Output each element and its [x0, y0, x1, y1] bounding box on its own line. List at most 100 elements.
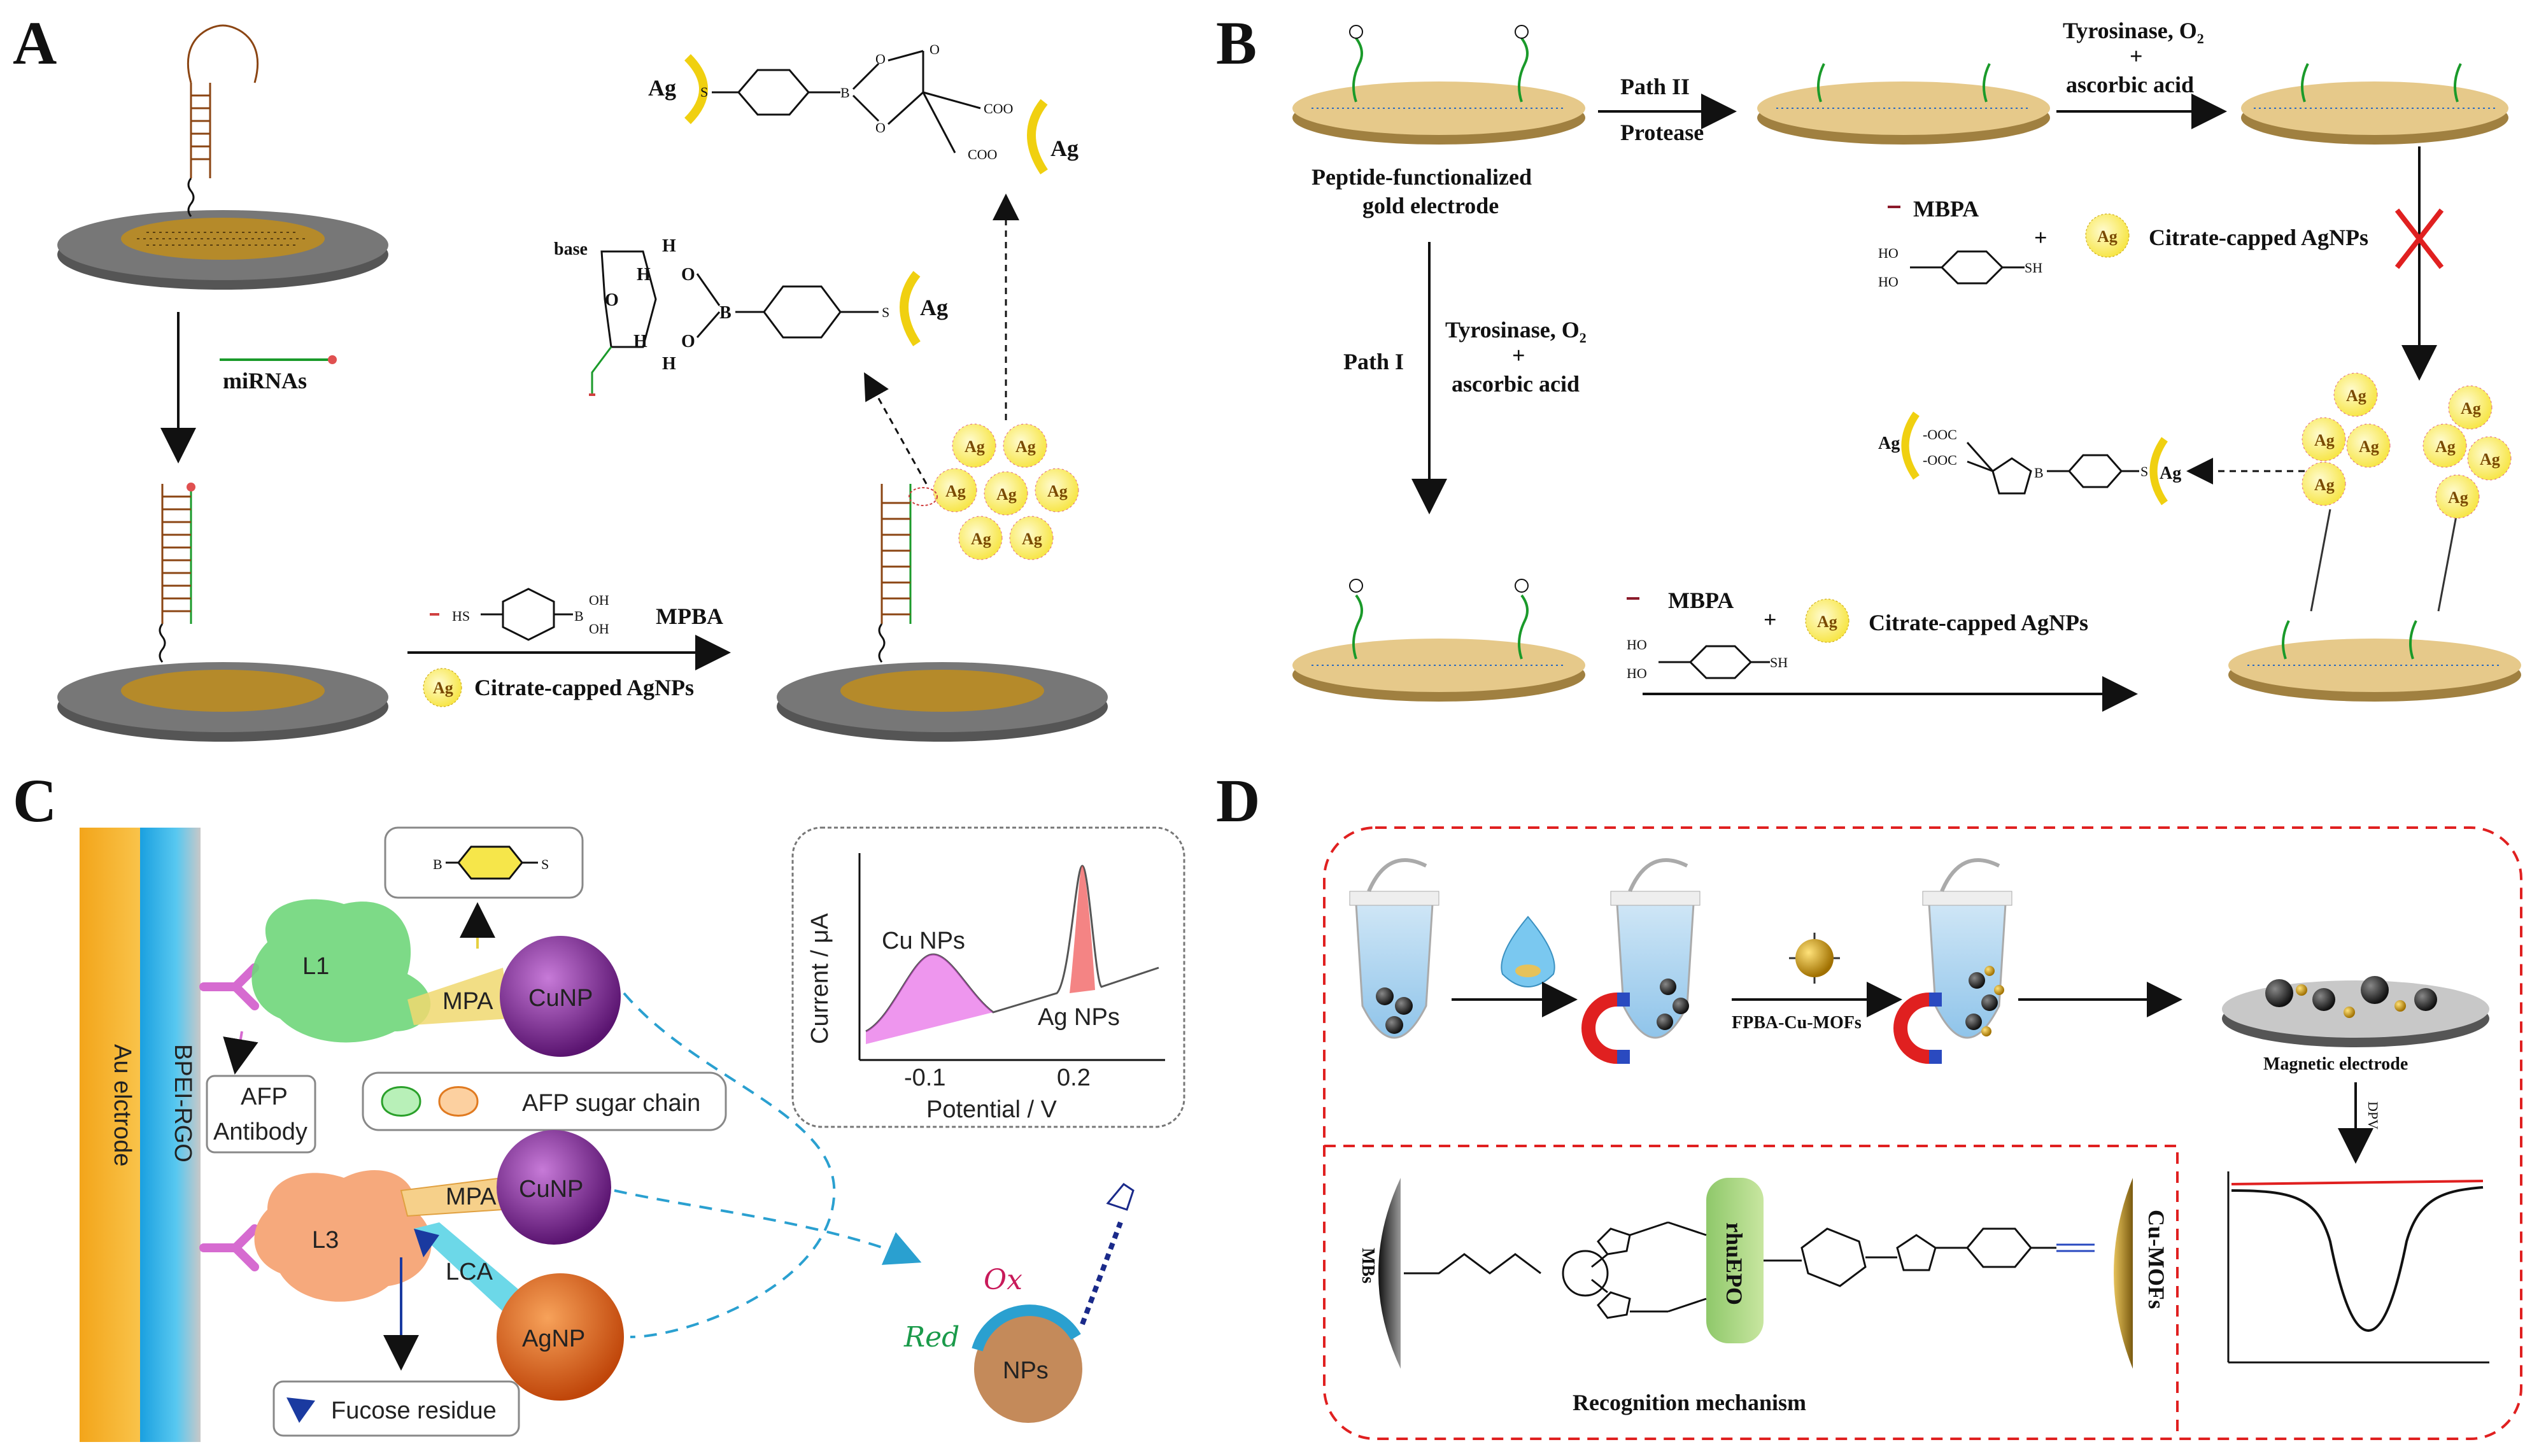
agnp-aggregates-b: Ag Ag Ag Ag Ag Ag Ag Ag: [2302, 372, 2512, 519]
svg-text:Ag: Ag: [920, 295, 948, 320]
svg-text:+: +: [1512, 343, 1525, 368]
svg-text:Ag: Ag: [2314, 431, 2335, 449]
path1-label: Path I: [1343, 349, 1404, 374]
svg-text:HO: HO: [1627, 637, 1647, 653]
svg-text:S: S: [541, 856, 549, 872]
protease-label: Protease: [1620, 120, 1704, 145]
electrode-b-3: [2241, 63, 2508, 145]
citrate-label-a: Citrate-capped AgNPs: [474, 675, 694, 700]
tube-3: [1893, 858, 2012, 1064]
svg-text:O: O: [875, 120, 886, 136]
svg-text:AgNP: AgNP: [522, 1325, 585, 1352]
peptide-label-2: gold electrode: [1362, 193, 1499, 218]
svg-text:+: +: [1764, 607, 1777, 632]
svg-text:O: O: [681, 332, 695, 351]
svg-text:LCA: LCA: [446, 1259, 493, 1285]
svg-text:CuNP: CuNP: [519, 1176, 583, 1203]
mirna-strand: [220, 355, 337, 364]
afp-sugar-label: AFP sugar chain: [522, 1090, 700, 1117]
svg-text:COO: COO: [984, 101, 1013, 117]
bpei-rgo-label: BPEI-RGO: [169, 1044, 196, 1163]
mirnas-label: miRNAs: [223, 368, 307, 393]
svg-text:COO: COO: [968, 146, 997, 162]
svg-text:Ox: Ox: [984, 1264, 1022, 1296]
svg-text:HO: HO: [1627, 665, 1647, 681]
svg-text:O: O: [930, 41, 940, 57]
cumofs-label: Cu-MOFs: [2144, 1210, 2169, 1309]
svg-text:Ag: Ag: [2346, 386, 2366, 405]
tyrosinase-label-top: Tyrosinase, O2: [2063, 18, 2204, 46]
panel-d-letter: D: [1216, 767, 1260, 835]
tick-label-2: 0.2: [1057, 1064, 1091, 1091]
svg-text:Ag: Ag: [648, 75, 676, 101]
svg-text:O: O: [605, 290, 619, 310]
svg-text:CuNP: CuNP: [528, 985, 593, 1012]
svg-text:HS: HS: [452, 608, 470, 624]
svg-text:H: H: [633, 332, 647, 351]
path2-label: Path II: [1620, 74, 1690, 99]
mbs-label: MBs: [1358, 1248, 1378, 1283]
electrode-a-top: [57, 210, 388, 290]
fucose-label: Fucose residue: [331, 1397, 497, 1424]
ribose-boronate-structure: base H H H H O O O B S Ag: [554, 236, 948, 396]
antibody-top: [199, 963, 259, 1010]
svg-text:SH: SH: [1770, 654, 1788, 670]
svg-text:Ag: Ag: [2097, 227, 2118, 246]
ag-citrate-boronate-structure: Ag S B O O O COO COO Ag: [648, 41, 1079, 174]
peak-cu-label: Cu NPs: [882, 928, 965, 954]
peptide-label-1: Peptide-functionalized: [1312, 164, 1532, 190]
voltammogram-ylabel: Current / μA: [807, 913, 833, 1044]
svg-text:MPA: MPA: [446, 1184, 497, 1210]
svg-text:B: B: [574, 608, 584, 624]
dpv-plot: [2227, 1171, 2489, 1364]
panel-c: C Au elctrode BPEI-RGO L1 MPA CuNP B S: [13, 767, 1185, 1442]
panel-a: A: [13, 9, 1108, 742]
mbpa-structure-top: HO HO SH: [1878, 245, 2042, 290]
magnet-icon-2: [1893, 993, 1930, 1064]
tyrosinase-label-left: Tyrosinase, O2: [1445, 317, 1587, 346]
l1-label: L1: [302, 953, 329, 980]
svg-text:Ag: Ag: [965, 437, 985, 456]
voltammogram-inset: Current / μA Potential / V -0.1 0.2 Cu N…: [791, 826, 1185, 1128]
recognition-mechanism: MBs rhuEPO Cu-MOFs: [1358, 1178, 2169, 1369]
recognition-label: Recognition mechanism: [1573, 1390, 1806, 1415]
svg-text:O: O: [681, 265, 695, 285]
svg-text:B: B: [433, 856, 442, 872]
tick-label-1: -0.1: [904, 1064, 945, 1091]
svg-text:SH: SH: [2025, 260, 2042, 276]
tube-1: [1349, 858, 1439, 1039]
cunp-top: [500, 936, 621, 1057]
l3-label: L3: [312, 1227, 339, 1254]
svg-text:O: O: [875, 51, 886, 67]
svg-text:+: +: [2034, 225, 2047, 250]
drop-icon: [1501, 915, 1555, 987]
svg-text:Ag: Ag: [996, 485, 1017, 504]
svg-text:Ag: Ag: [1878, 434, 1900, 453]
mpba-structure: HS B OH OH: [430, 588, 609, 641]
svg-text:B: B: [2034, 465, 2044, 481]
svg-text:Ag: Ag: [2160, 463, 2181, 483]
mbpa-label-bottom: MBPA: [1668, 588, 1734, 613]
magnet-icon: [1581, 993, 1618, 1064]
mpba-label: MPBA: [656, 604, 723, 629]
afp-antibody-label-1: AFP: [241, 1084, 288, 1110]
blocked-x-icon: [2394, 208, 2444, 269]
panel-b: B Peptide-functionalized gold electrode …: [1216, 9, 2521, 712]
svg-text:Red: Red: [903, 1321, 959, 1354]
cunp-bottom: [497, 1130, 611, 1245]
au-electrode-label: Au elctrode: [109, 1044, 136, 1166]
citrate-label-b-bottom: Citrate-capped AgNPs: [1869, 610, 2088, 635]
svg-text:Ag: Ag: [2448, 488, 2468, 507]
bpei-rgo-bar: [140, 828, 201, 1442]
agnp-c: [497, 1273, 624, 1401]
rhuepo-label: rhuEPO: [1722, 1222, 1747, 1305]
l1-blob: [251, 899, 431, 1043]
mbpa-structure-bottom: HO HO SH: [1627, 637, 1788, 681]
nps-redox-cycle: NPs Red Ox: [903, 1183, 1135, 1423]
svg-text:Ag: Ag: [2314, 476, 2335, 494]
svg-text:H: H: [637, 265, 651, 285]
svg-text:Ag: Ag: [2461, 399, 2481, 418]
svg-text:Ag: Ag: [2435, 437, 2456, 456]
pointer-hand-icon: [1106, 1183, 1135, 1211]
svg-text:MPA: MPA: [442, 988, 493, 1015]
